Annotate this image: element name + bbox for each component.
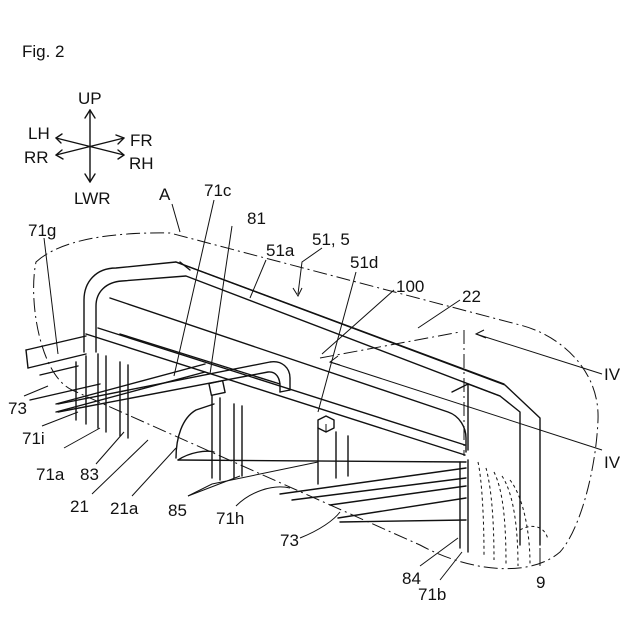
direction-rear: RR <box>24 148 49 167</box>
tube-bar <box>58 362 290 412</box>
callout-73-left: 73 <box>8 399 27 418</box>
direction-compass <box>56 110 124 182</box>
figure-title: Fig. 2 <box>22 42 65 61</box>
direction-lower: LWR <box>74 189 111 208</box>
callout-51d: 51d <box>350 253 378 272</box>
callout-85: 85 <box>168 501 187 520</box>
callout-71g: 71g <box>28 221 56 240</box>
callout-51a: 51a <box>266 241 295 260</box>
callout-71c: 71c <box>204 181 232 200</box>
callout-71i: 71i <box>22 429 45 448</box>
callout-83: 83 <box>80 465 99 484</box>
callout-51-5: 51, 5 <box>312 230 350 249</box>
section-label-bottom: IV <box>604 453 621 472</box>
callout-21: 21 <box>70 497 89 516</box>
curved-member <box>176 404 214 458</box>
callout-22: 22 <box>462 287 481 306</box>
section-label-top: IV <box>604 365 621 384</box>
bolt <box>318 416 334 432</box>
hidden-lines <box>478 462 548 566</box>
callout-a: A <box>159 185 171 204</box>
callout-73-bottom: 73 <box>280 531 299 550</box>
callout-71h: 71h <box>216 509 244 528</box>
direction-right: RH <box>129 154 154 173</box>
callout-71a: 71a <box>36 465 65 484</box>
callout-71b: 71b <box>418 585 446 604</box>
section-line <box>320 330 602 456</box>
direction-front: FR <box>130 131 153 150</box>
direction-left: LH <box>28 124 50 143</box>
callout-9: 9 <box>536 573 545 592</box>
callout-21a: 21a <box>110 499 139 518</box>
direction-up: UP <box>78 89 102 108</box>
callout-81: 81 <box>247 209 266 228</box>
callout-100: 100 <box>396 277 424 296</box>
